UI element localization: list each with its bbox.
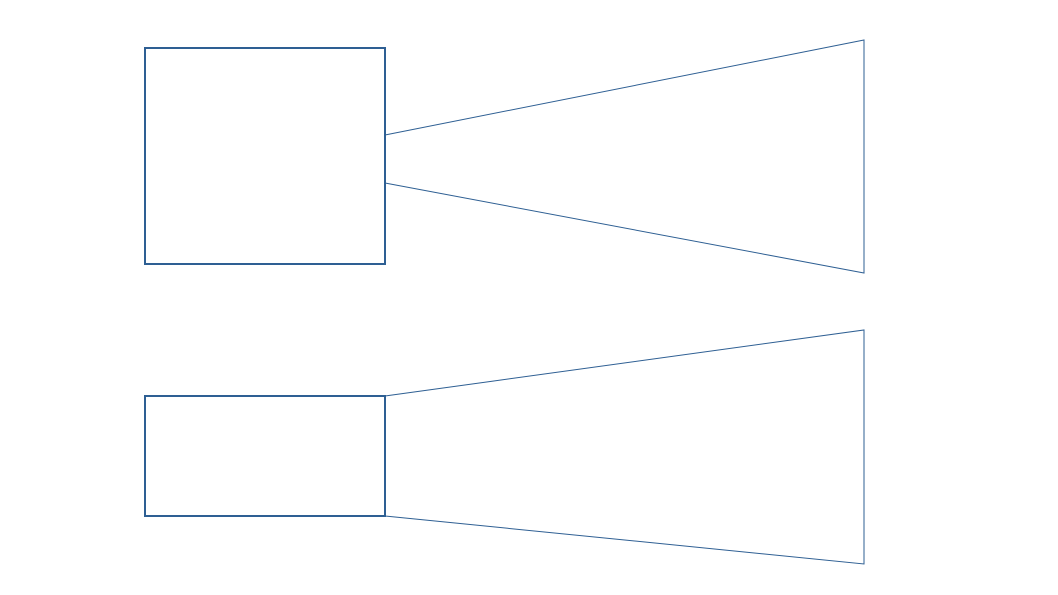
upper-figure [144,39,865,274]
lower-funnel-outline [384,329,865,565]
lower-figure [144,329,865,565]
upper-box [144,47,386,265]
upper-funnel-outline [384,39,865,274]
lower-box [144,395,386,517]
